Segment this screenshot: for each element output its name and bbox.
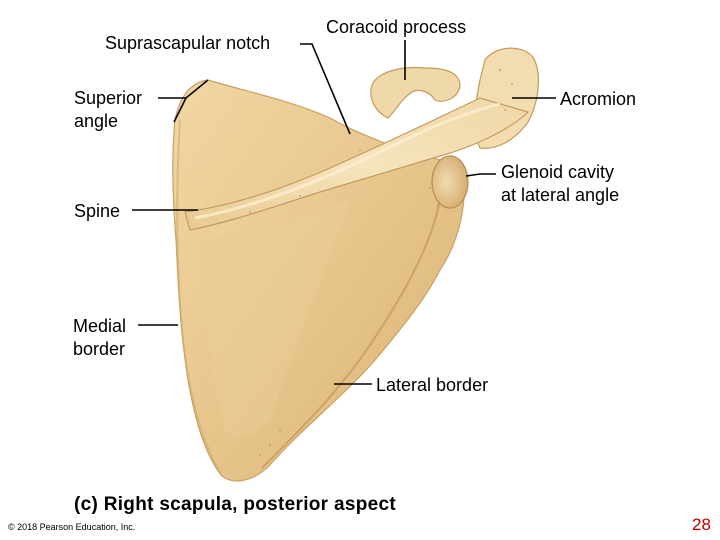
figure-caption: (c) Right scapula, posterior aspect xyxy=(74,494,396,515)
leader-glenoid-cavity xyxy=(465,173,496,177)
label-spine: Spine xyxy=(74,201,121,221)
label-glenoid-cavity-line1: Glenoid cavity xyxy=(501,162,615,182)
label-suprascapular-notch: Suprascapular notch xyxy=(105,33,271,53)
label-medial-border-line2: border xyxy=(73,339,126,359)
leader-lines xyxy=(132,40,556,385)
bone-texture-dots xyxy=(249,68,522,456)
label-superior-angle-line1: Superior xyxy=(74,88,143,108)
label-medial-border: Medial border xyxy=(73,315,126,361)
label-lateral-border: Lateral border xyxy=(376,375,489,395)
lateral-border-ridge xyxy=(261,199,441,469)
label-superior-angle: Superior angle xyxy=(74,87,142,133)
leader-superior-angle-2 xyxy=(173,97,187,123)
glenoid-cavity xyxy=(431,155,469,209)
label-superior-angle-line2: angle xyxy=(74,111,119,131)
copyright-notice: © 2018 Pearson Education, Inc. xyxy=(8,522,136,532)
leader-suprascapular-notch xyxy=(300,43,351,135)
spine-crest-highlight xyxy=(194,102,501,220)
label-coracoid-process: Coracoid process xyxy=(326,17,467,37)
coracoid-process xyxy=(370,66,461,119)
label-acromion: Acromion xyxy=(560,89,637,109)
label-glenoid-cavity-line2: at lateral angle xyxy=(501,185,620,205)
label-medial-border-line1: Medial xyxy=(73,316,127,336)
page-number: 28 xyxy=(692,515,711,534)
medial-border-ridge xyxy=(176,119,223,477)
infraspinous-fossa-shading xyxy=(200,200,350,437)
label-glenoid-cavity: Glenoid cavity at lateral angle xyxy=(501,161,619,207)
